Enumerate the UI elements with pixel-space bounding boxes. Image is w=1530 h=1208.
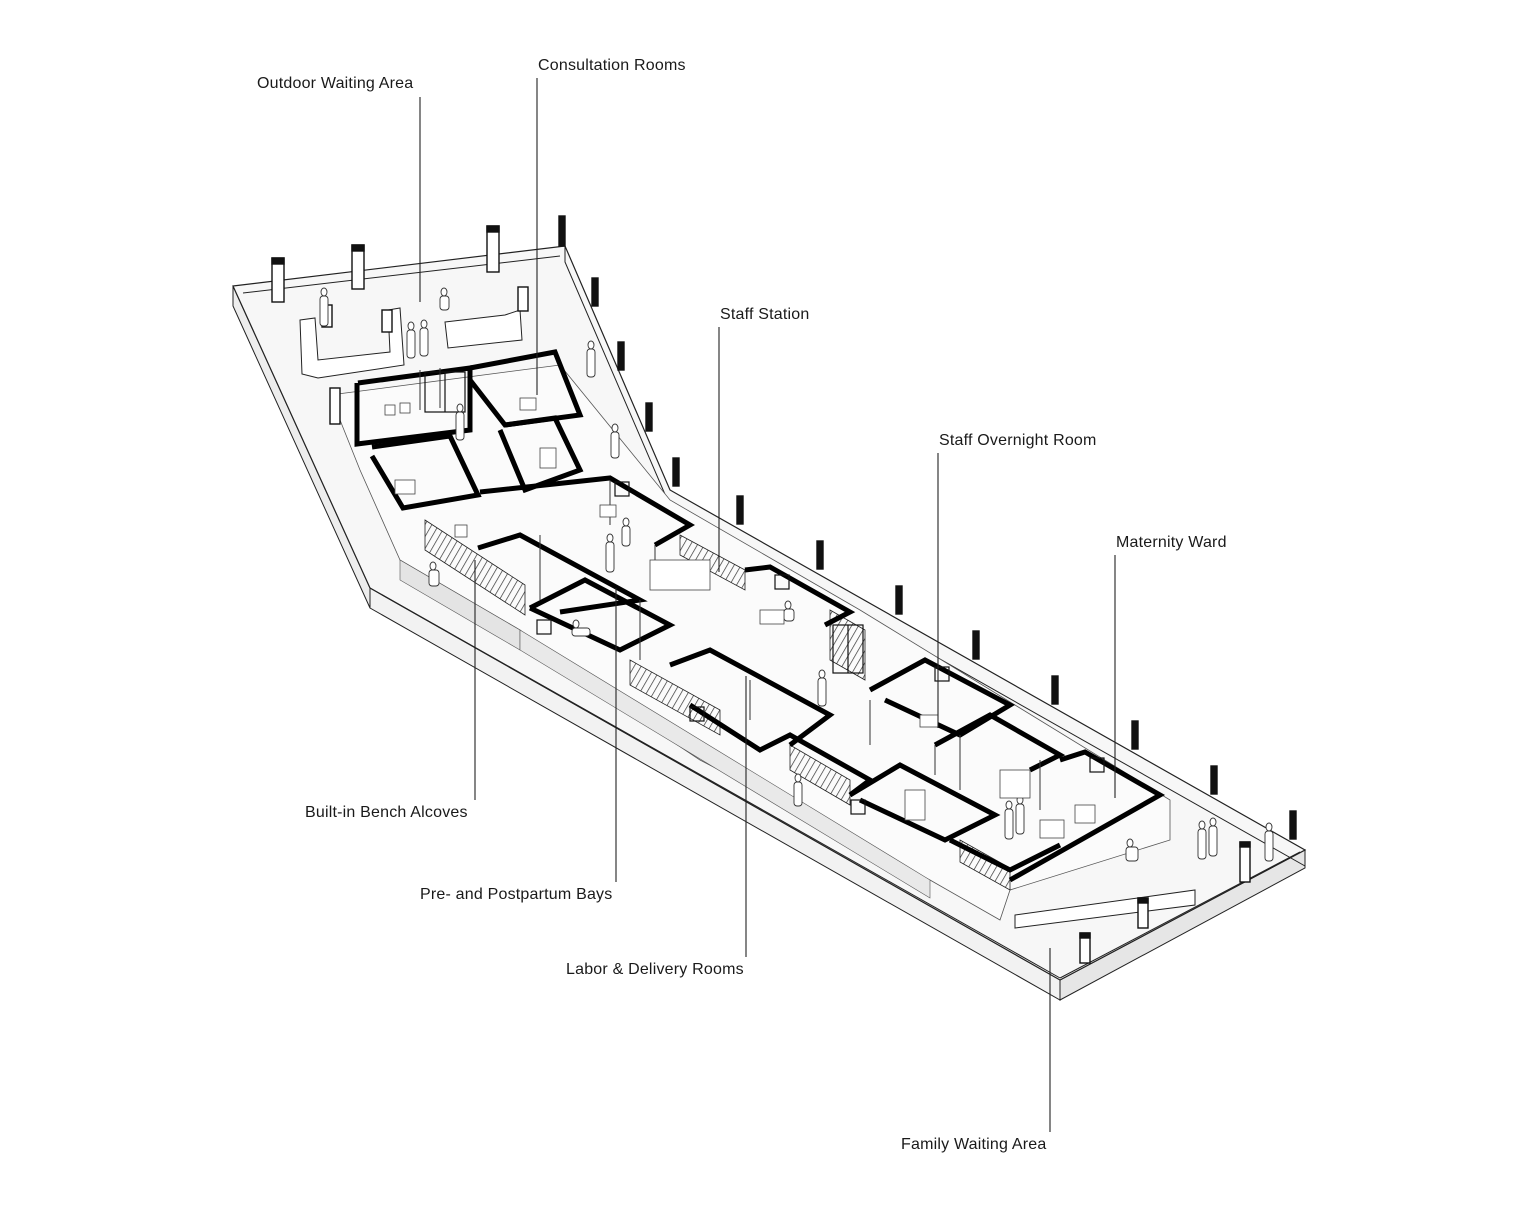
label-staff-station: Staff Station <box>720 306 810 323</box>
cut-walls <box>354 349 1166 883</box>
label-maternity-ward: Maternity Ward <box>1116 534 1227 551</box>
furniture <box>384 397 1096 839</box>
label-staff-overnight-room: Staff Overnight Room <box>939 432 1097 449</box>
label-outdoor-waiting-area: Outdoor Waiting Area <box>257 75 414 92</box>
label-family-waiting-area: Family Waiting Area <box>901 1136 1047 1153</box>
label-consultation-rooms: Consultation Rooms <box>538 57 686 74</box>
label-labor-delivery-rooms: Labor & Delivery Rooms <box>566 961 744 978</box>
human-figures <box>319 287 1274 862</box>
window-frames <box>424 371 1105 815</box>
parapet-walls <box>242 246 1306 979</box>
outdoor-benches <box>299 307 1196 929</box>
label-pre-postpartum-bays: Pre- and Postpartum Bays <box>420 886 613 903</box>
label-built-in-bench-alcoves: Built-in Bench Alcoves <box>305 804 468 821</box>
leader-lines <box>419 78 1116 1132</box>
